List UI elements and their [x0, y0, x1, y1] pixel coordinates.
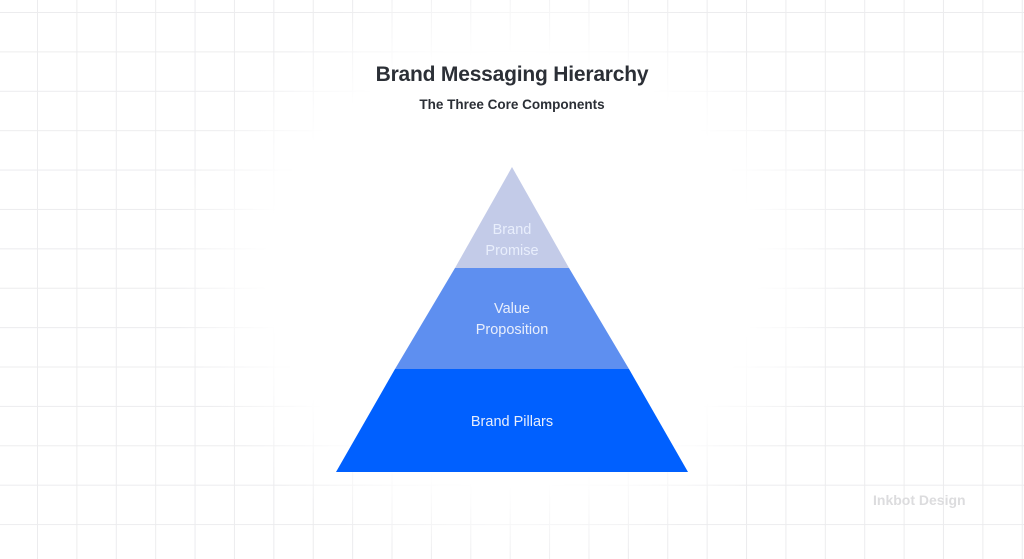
tier-brand-promise-shape	[455, 167, 569, 268]
tier-brand-promise-label-line2: Promise	[485, 243, 538, 259]
tier-brand-pillars-label: Brand Pillars	[471, 414, 553, 430]
tier-value-proposition-label-line2: Proposition	[476, 322, 549, 338]
tier-value-proposition: Value Proposition	[395, 268, 629, 369]
tier-value-proposition-shape	[395, 268, 629, 369]
tier-brand-pillars: Brand Pillars	[336, 369, 688, 472]
tier-brand-promise: Brand Promise	[455, 167, 569, 268]
tier-brand-pillars-shape	[336, 369, 688, 472]
tier-brand-promise-label-line1: Brand	[493, 222, 532, 238]
diagram-title: Brand Messaging Hierarchy	[375, 63, 649, 86]
diagram-subtitle: The Three Core Components	[419, 97, 605, 112]
tier-value-proposition-label-line1: Value	[494, 301, 530, 317]
watermark-logo: Inkbot Design	[873, 492, 966, 508]
